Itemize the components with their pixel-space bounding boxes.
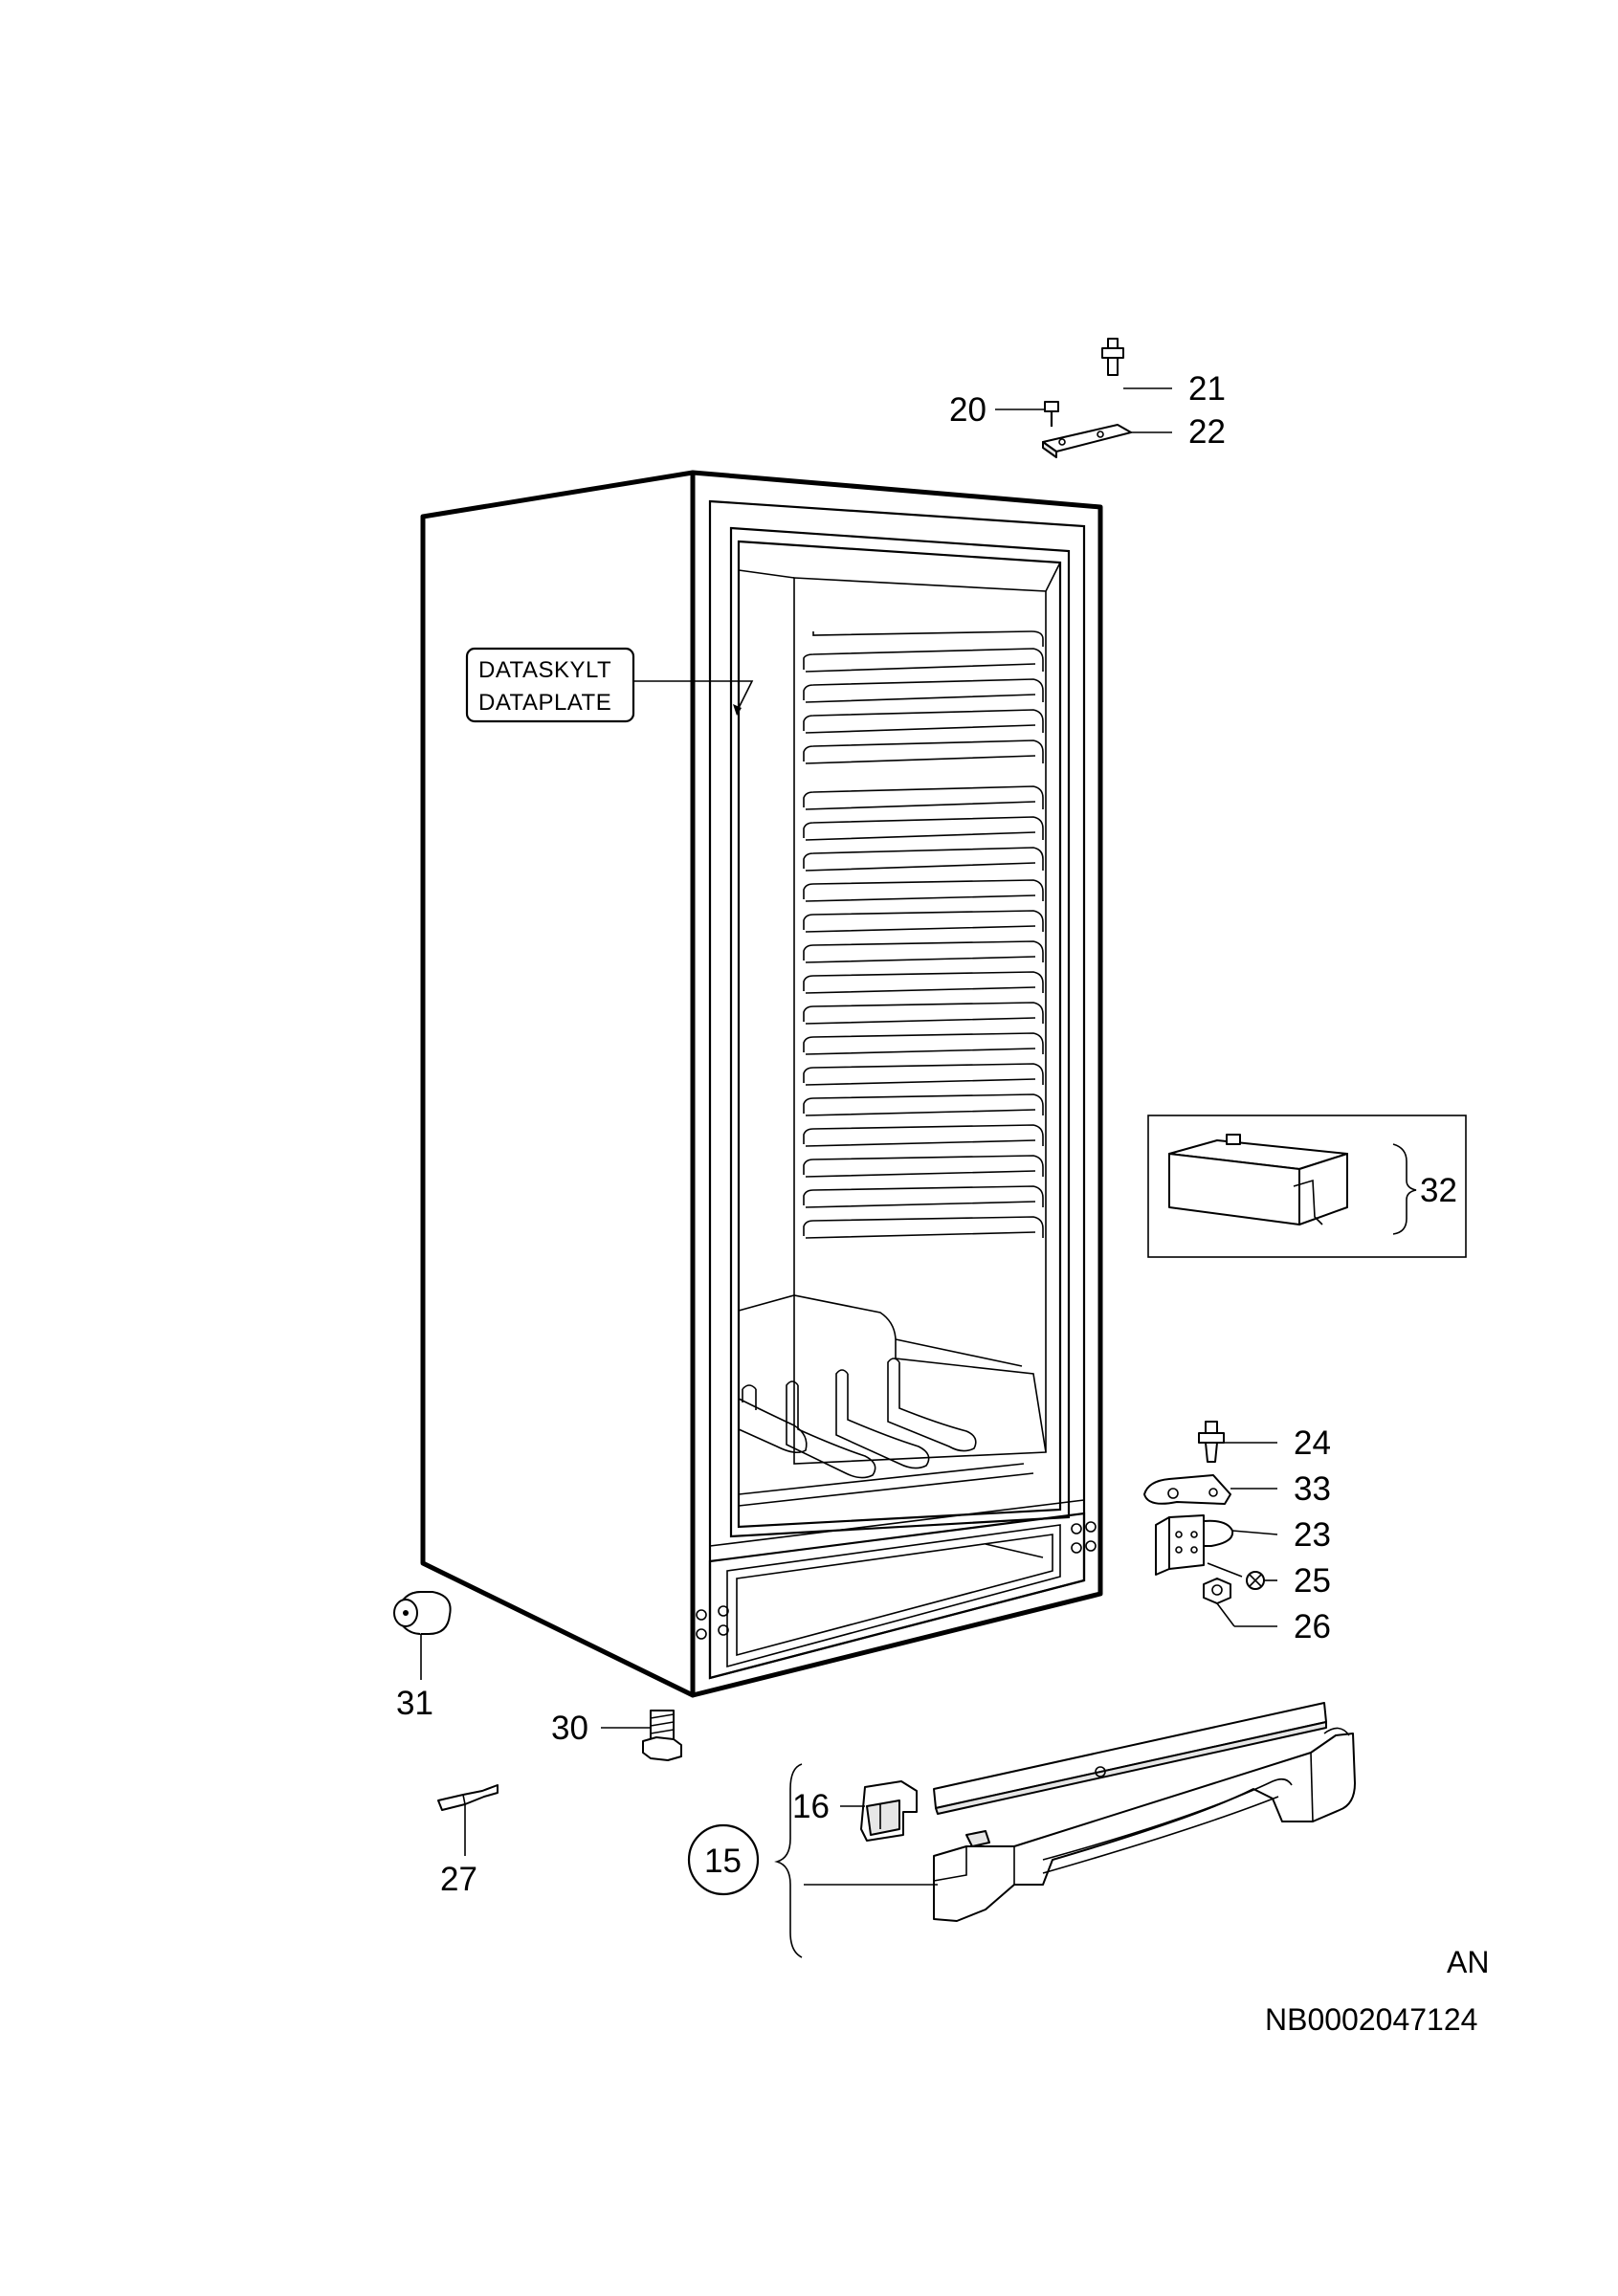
part-31-foot: 31 [393,1591,452,1722]
callout-30: 30 [551,1710,588,1747]
callout-31: 31 [396,1685,433,1722]
part-23-hinge: 23 [1155,1514,1331,1576]
part-33-hinge-bracket: 33 [1143,1470,1331,1508]
part-24-pin: 24 [1198,1421,1331,1463]
data-plate-line1: DATASKYLT [478,657,611,683]
callout-32: 32 [1420,1172,1457,1209]
cabinet [420,470,1103,1698]
part-20-screw: 20 [949,391,1059,429]
part-21-pin: 21 [1101,338,1226,408]
part-16-clip: 16 [792,1780,918,1842]
part-32-box: 32 [1147,1115,1467,1258]
drawing-number: NB0002047124 [1265,2002,1477,2037]
data-plate-label: DATASKYLT DATAPLATE [465,647,754,723]
callout-26: 26 [1294,1608,1331,1645]
part-15-kick-plate-assembly: 15 [687,1702,1356,1958]
callout-23: 23 [1294,1516,1331,1554]
part-25-screw: 25 [1207,1562,1331,1600]
callout-15: 15 [704,1843,742,1880]
shelf-ridges [803,630,1044,1239]
part-22-hinge-plate: 22 [1042,413,1226,458]
data-plate-line2: DATAPLATE [478,690,611,716]
callout-27: 27 [440,1861,477,1898]
part-27-clip: 27 [437,1784,499,1898]
callout-25: 25 [1294,1562,1331,1600]
callout-33: 33 [1294,1470,1331,1508]
callout-20: 20 [949,391,986,429]
callout-21: 21 [1188,370,1226,408]
part-26-nut: 26 [1203,1578,1331,1645]
callout-24: 24 [1294,1424,1331,1462]
bottom-coil-tubes [738,1358,1034,1507]
callout-22: 22 [1188,413,1226,451]
callout-16: 16 [792,1788,830,1825]
part-30-bolt: 30 [551,1710,682,1761]
view-code: AN [1447,1945,1489,1979]
